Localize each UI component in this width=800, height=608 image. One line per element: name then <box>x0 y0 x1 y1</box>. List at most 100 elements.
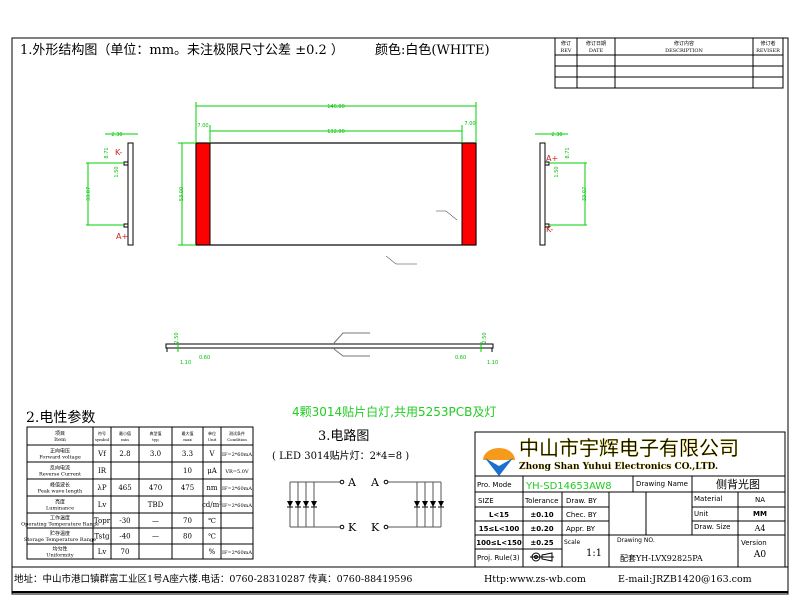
table-cell: Storage Temperature Range <box>24 537 96 543</box>
terminal-icon <box>339 479 345 485</box>
led-diode-icon <box>303 501 309 507</box>
led-diode-icon <box>438 501 444 507</box>
dim-inner-length: 132.00 <box>327 129 345 135</box>
table-cell: Luminance <box>46 506 74 512</box>
table-cell: 465 <box>118 484 131 492</box>
table-cell: 均匀性 <box>52 546 67 553</box>
svg-text:修订者: 修订者 <box>760 40 775 47</box>
logo-icon <box>483 448 515 460</box>
svg-text:SIZE: SIZE <box>478 497 494 505</box>
svg-text:Proj. Rule(3): Proj. Rule(3) <box>477 554 520 562</box>
svg-text:±0.20: ±0.20 <box>530 525 553 533</box>
svg-text:±0.10: ±0.10 <box>530 511 553 519</box>
table-header: 项目Item符号symbol最小值min典型值typ最大值max单位Unit测试… <box>54 430 247 443</box>
svg-text:修订日期: 修订日期 <box>586 40 606 47</box>
led-bar-left <box>195 142 211 246</box>
footer-address: 地址：中山市港口镇群富工业区1号A座六楼.电话：0760-28310287 传真… <box>14 573 412 585</box>
sheet-title: 1.外形结构图（单位：mm。未注极限尺寸公差 ±0.2 ） <box>20 43 344 58</box>
svg-text:15≤L<100: 15≤L<100 <box>479 525 520 533</box>
svg-text:NA: NA <box>755 496 765 504</box>
side-view-left: 2.30 33.07 8.71 1.50 K- A+ <box>86 132 138 246</box>
table-cell: nm <box>206 484 218 492</box>
svg-text:A4: A4 <box>754 524 766 533</box>
terminal-icon <box>339 524 345 530</box>
table-cell: IF=2*60mA <box>222 452 252 458</box>
led-bar-right <box>461 142 477 246</box>
led-diode-icon <box>295 501 301 507</box>
terminal-label: K <box>348 521 357 534</box>
svg-text:DATE: DATE <box>589 48 604 54</box>
electrical-table: 项目Item符号symbol最小值min典型值typ最大值max单位Unit测试… <box>21 426 254 560</box>
table-cell: 峰值波长 <box>50 482 70 489</box>
table-cell: VR=5.0V <box>224 469 249 475</box>
table-cell: max <box>183 437 192 442</box>
svg-text:修订内容: 修订内容 <box>674 40 694 47</box>
table-cell: Vf <box>97 450 107 458</box>
projection-symbol-icon <box>530 552 554 562</box>
svg-text:1.10: 1.10 <box>487 360 498 366</box>
pin-label-k-left: K- <box>115 148 122 157</box>
table-cell: 80 <box>183 533 192 541</box>
table-cell: Tstg <box>94 533 110 541</box>
table-cell: Operating Temperature Range <box>21 522 99 528</box>
table-cell: 符号 <box>98 430 106 436</box>
svg-text:REV: REV <box>560 48 571 54</box>
table-cell: 贮存温度 <box>50 530 70 537</box>
svg-text:MM: MM <box>753 510 767 518</box>
table-cell: 3.0 <box>150 450 161 458</box>
drawing-no-value: 配套YH-LVX92825PA <box>620 553 703 563</box>
terminal-label: A <box>347 476 357 489</box>
sheet-border <box>11 37 789 595</box>
table-cell: Peak wave length <box>38 489 83 495</box>
footer-email: E-mail:JRZB1420@163.com <box>618 574 752 585</box>
svg-text:100≤L<150: 100≤L<150 <box>476 539 522 547</box>
revision-table: 修订 REV 修订日期 DATE 修订内容 DESCRIPTION 修订者 RE… <box>554 37 784 89</box>
table-cell: Condition <box>227 437 247 442</box>
table-cell: 反向电流 <box>50 465 70 472</box>
table-cell: IF=2*60mA <box>222 503 252 509</box>
side-view-right: 2.30 33.07 8.71 1.50 A+ K- <box>535 132 588 246</box>
table-cell: λP <box>97 484 106 492</box>
table-cell: 单位 <box>208 430 216 436</box>
svg-text:Scale: Scale <box>564 539 580 546</box>
table-cell: 3.3 <box>182 450 193 458</box>
table-cell: Forward voltage <box>39 455 81 461</box>
svg-text:Drawing NO.: Drawing NO. <box>617 537 655 544</box>
table-cell: Lv <box>98 548 107 556</box>
table-cell: 最大值 <box>182 430 194 436</box>
dim-pin-pitch-left: 33.07 <box>86 187 92 201</box>
svg-text:修订: 修订 <box>561 40 571 47</box>
table-cell: 最小值 <box>119 430 131 436</box>
dim-pin-offset-left: 8.71 <box>104 147 110 158</box>
led-diode-icon <box>287 501 293 507</box>
table-cell: -40 <box>119 533 130 541</box>
dim-side-thickness-right: 2.30 <box>551 132 562 138</box>
svg-text:A0: A0 <box>753 550 766 560</box>
light-guide-outline <box>195 142 477 246</box>
table-cell: 亮度 <box>55 499 65 506</box>
svg-text:±0.25: ±0.25 <box>530 539 553 547</box>
dim-end-left: 7.00 <box>197 123 208 129</box>
table-cell: 70 <box>121 548 130 556</box>
dim-pin-pitch-right: 33.07 <box>582 187 588 201</box>
assembly-note: 4颗3014贴片白灯,共用5253PCB及灯 <box>292 404 496 419</box>
table-cell: ℃ <box>208 517 216 525</box>
front-view: 146.00 132.00 7.00 7.00 53.00 <box>178 102 477 265</box>
svg-text:DESCRIPTION: DESCRIPTION <box>665 48 703 54</box>
terminal-icon <box>383 524 389 530</box>
dim-height: 53.00 <box>179 187 185 201</box>
table-cell: 470 <box>149 484 162 492</box>
table-cell: Uniformity <box>46 553 74 559</box>
svg-text:Material: Material <box>694 495 722 503</box>
color-label: 颜色:白色(WHITE) <box>375 42 490 58</box>
led-diode-icon <box>422 501 428 507</box>
dim-side-thickness-left: 2.30 <box>111 132 122 138</box>
table-cell: % <box>209 548 216 556</box>
table-cell: μA <box>207 467 218 475</box>
table-cell: IR <box>98 467 107 475</box>
table-cell: 475 <box>181 484 194 492</box>
